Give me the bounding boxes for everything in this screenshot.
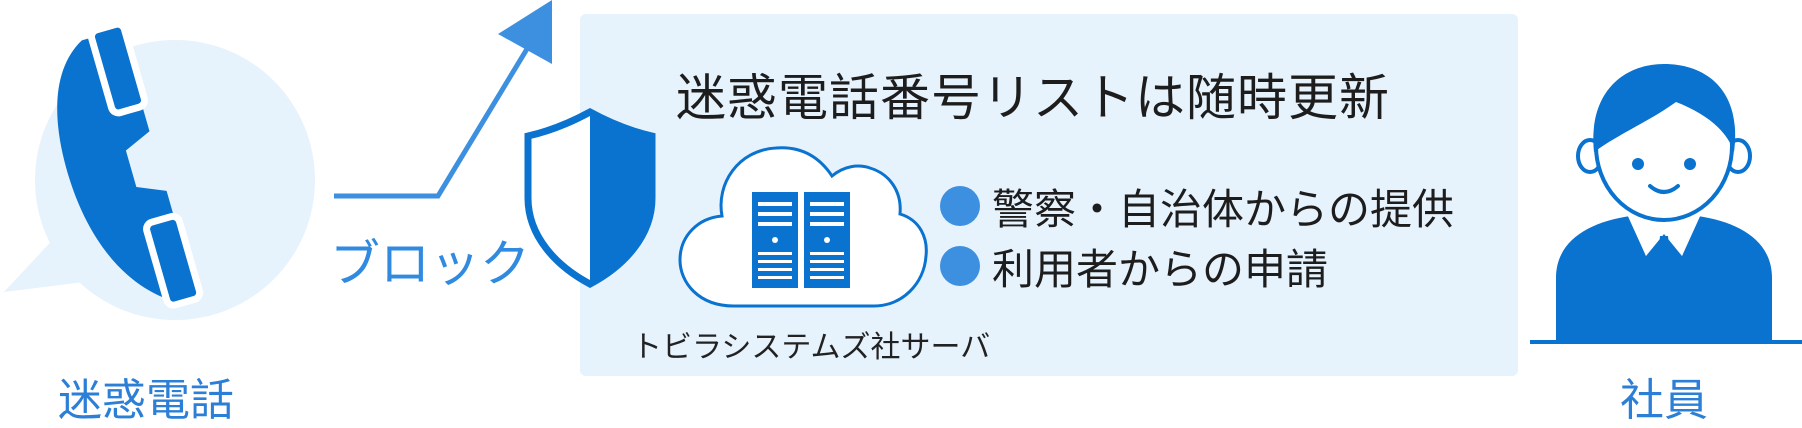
arrow-up-right-icon <box>334 0 552 199</box>
bullet-dot <box>940 246 980 286</box>
block-label: ブロック <box>330 235 530 293</box>
server-caption: トビラシステムズ社サーバ <box>632 330 991 365</box>
bullet-item: 利用者からの申請 <box>940 238 1328 294</box>
bullet-item: 警察・自治体からの提供 <box>940 178 1454 234</box>
server-rack-icon <box>752 192 798 288</box>
bullet-dot <box>940 186 980 226</box>
server-rack-icon <box>804 192 850 288</box>
bullet-text: 警察・自治体からの提供 <box>992 184 1455 234</box>
shield-icon <box>524 108 656 288</box>
employee-avatar-icon <box>1530 64 1802 344</box>
panel-title: 迷惑電話番号リストは随時更新 <box>676 69 1390 127</box>
cloud-server-icon <box>678 146 928 308</box>
employee-label: 社員 <box>1620 375 1708 426</box>
caller-illustration <box>4 20 315 320</box>
caller-label: 迷惑電話 <box>58 375 234 426</box>
bullet-text: 利用者からの申請 <box>992 244 1329 294</box>
phone-handset-icon <box>57 20 204 309</box>
